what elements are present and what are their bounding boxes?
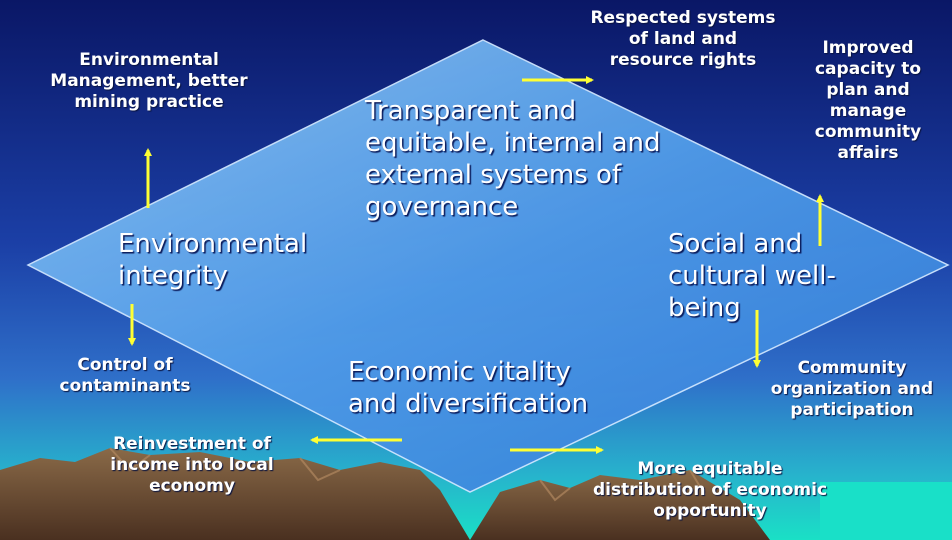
governance-text: Transparent and equitable, internal and … [365, 96, 661, 222]
control-contaminants-label: Control of contaminants [59, 355, 191, 396]
community-organization-label: Community organization and participation [770, 358, 934, 420]
economic-vitality-text: Economic vitality and diversification [348, 357, 589, 419]
central-diamond [26, 39, 950, 493]
reinvestment-label: Reinvestment of income into local econom… [110, 434, 274, 496]
mountain-highlights [109, 447, 706, 502]
ground-strip [820, 482, 952, 540]
mountains-left [0, 448, 470, 540]
social-cultural-text: Social and cultural well-being [668, 229, 836, 323]
land-rights-label: Respected systems of land and resource r… [590, 8, 776, 70]
environmental-integrity-text: Environmental integrity [118, 229, 308, 291]
environmental-management-label: Environmental Management, better mining … [50, 50, 248, 112]
improved-capacity-label: Improved capacity to plan and manage com… [814, 38, 922, 163]
equitable-distribution-label: More equitable distribution of economic … [592, 459, 828, 521]
